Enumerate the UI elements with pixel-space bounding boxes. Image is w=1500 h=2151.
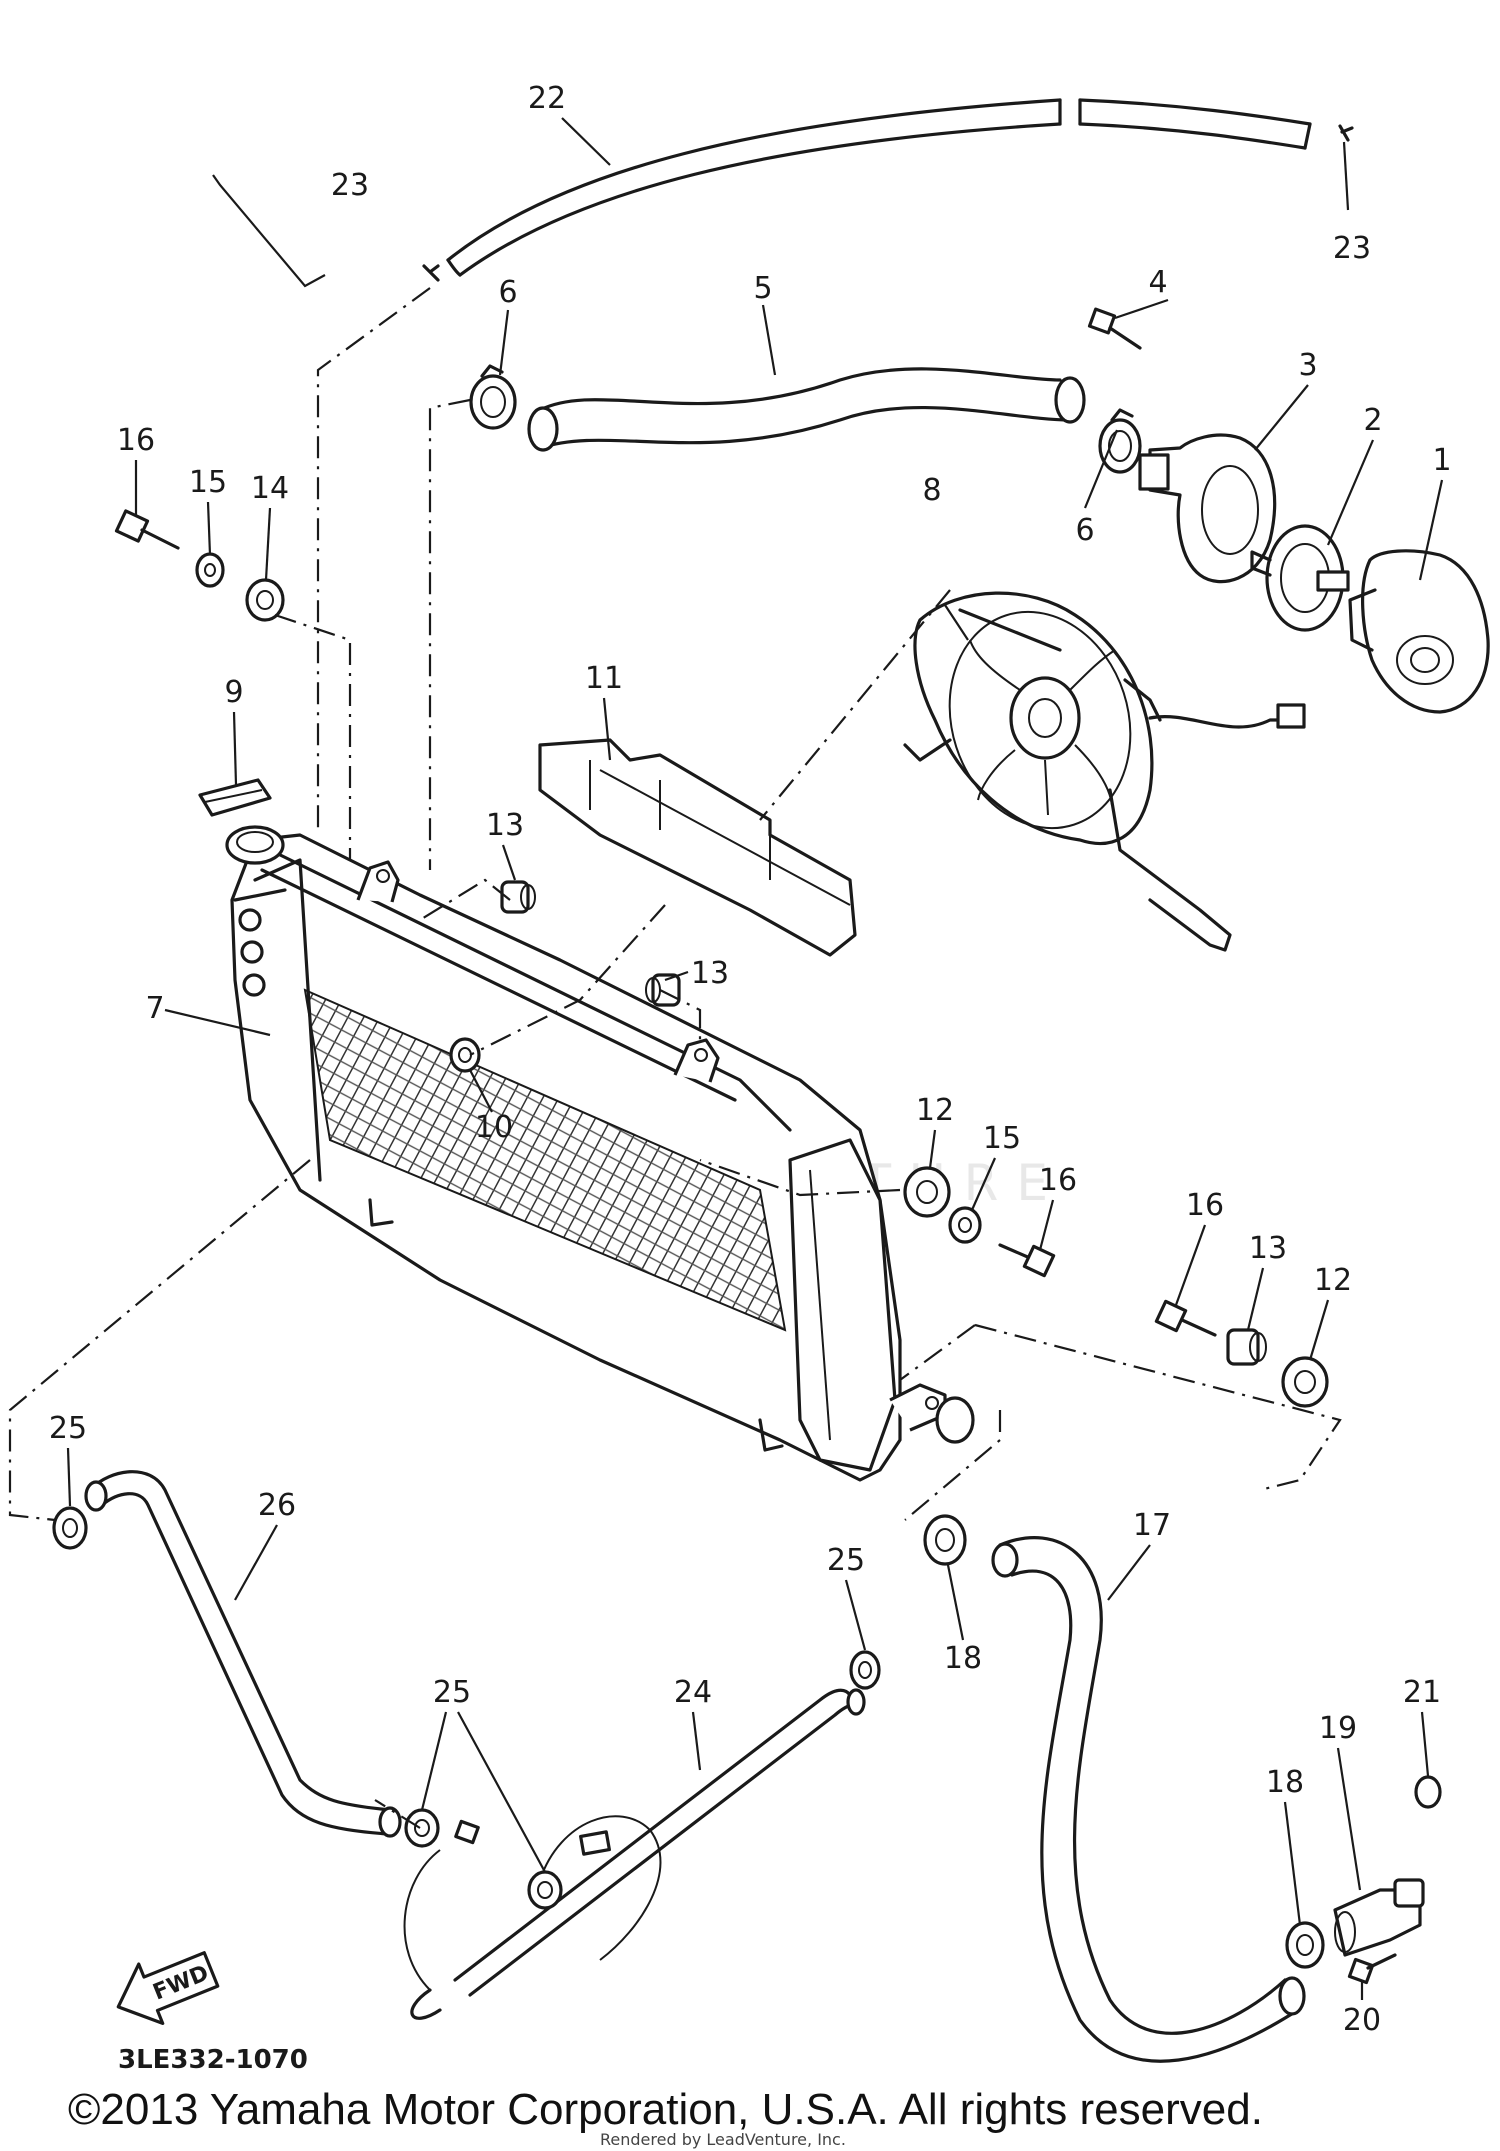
- callout-12-mid: 12: [916, 1093, 954, 1128]
- part-2-thermostat: [1250, 524, 1350, 632]
- callout-8: 8: [922, 473, 941, 508]
- part-10-grommet: [449, 1037, 481, 1073]
- part-23-clip-left: [422, 264, 440, 282]
- part-12-grommet-mid: [903, 1166, 951, 1218]
- callout-17: 17: [1133, 1508, 1171, 1543]
- part-5-hose: [527, 367, 1086, 452]
- part-15-washer-mid: [948, 1206, 982, 1244]
- callout-23-right: 23: [1333, 231, 1371, 266]
- part-16-bolt-right: [1154, 1299, 1217, 1337]
- callout-23-left: 23: [331, 168, 369, 203]
- callout-5: 5: [753, 271, 772, 306]
- callout-12-right: 12: [1314, 1263, 1352, 1298]
- part-13-collar-top: [500, 880, 536, 914]
- part-16-bolt-topleft: [114, 509, 180, 550]
- part-13-collar-right: [1226, 1328, 1267, 1366]
- callout-18-upper: 18: [944, 1641, 982, 1676]
- callout-25-right: 25: [827, 1543, 865, 1578]
- callout-21: 21: [1403, 1675, 1441, 1710]
- callout-9: 9: [224, 675, 243, 710]
- part-24-hose: [403, 1688, 866, 2020]
- callout-2: 2: [1363, 403, 1382, 438]
- part-25-clamp-right: [849, 1650, 881, 1690]
- part-4-bolt: [1087, 307, 1142, 350]
- callout-1: 1: [1432, 443, 1451, 478]
- callout-3: 3: [1298, 348, 1317, 383]
- part-14-grommet: [245, 578, 285, 622]
- part-7-radiator: [225, 825, 975, 1482]
- callout-20: 20: [1343, 2003, 1381, 2038]
- part-3-thermostat-cover: [1138, 433, 1277, 584]
- part-6-clamp-right: [1098, 408, 1142, 474]
- part-22-hose: [446, 98, 1312, 277]
- callout-13-right: 13: [1249, 1231, 1287, 1266]
- callout-16-right: 16: [1186, 1188, 1224, 1223]
- diagram-code: 3LE332-1070: [118, 2045, 308, 2075]
- callout-6-right: 6: [1075, 513, 1094, 548]
- callout-6-left: 6: [498, 275, 517, 310]
- callout-19: 19: [1319, 1711, 1357, 1746]
- part-11-bracket: [538, 738, 857, 957]
- fwd-arrow-icon: FWD: [116, 1951, 220, 2026]
- part-13-collar-mid: [645, 973, 681, 1007]
- callout-15-left: 15: [189, 465, 227, 500]
- part-23-clip-right: [1338, 124, 1354, 142]
- callout-16-mid: 16: [1039, 1163, 1077, 1198]
- part-20-bolt: [1347, 1953, 1397, 1985]
- part-26-hose: [84, 1470, 402, 1838]
- callout-labels: 1 2 3 4 5 6 6 7 8 9 10 11 12 12 13 13 13…: [49, 81, 1452, 2038]
- part-12-grommet-right: [1281, 1356, 1329, 1408]
- callout-15-mid: 15: [983, 1121, 1021, 1156]
- part-25-clamp-mid-a: [404, 1808, 440, 1848]
- callout-7: 7: [145, 991, 164, 1026]
- part-17-hose: [991, 1536, 1306, 2063]
- part-6-clamp-left: [469, 364, 517, 430]
- copyright-text: ©2013 Yamaha Motor Corporation, U.S.A. A…: [68, 2085, 1263, 2134]
- callout-22: 22: [528, 81, 566, 116]
- part-15-washer-topleft: [195, 552, 225, 588]
- part-25-clamp-left: [52, 1506, 88, 1550]
- part-18-clamp-lower: [1285, 1921, 1325, 1969]
- callout-14: 14: [251, 471, 289, 506]
- fitting-small: [454, 1819, 611, 1856]
- callout-13-mid: 13: [691, 956, 729, 991]
- callout-25-left: 25: [49, 1411, 87, 1446]
- reference-lines: [8, 287, 1342, 1829]
- part-21-o-ring: [1414, 1775, 1442, 1809]
- part-1-thermostat-housing: [1348, 549, 1490, 714]
- part-18-clamp-upper: [923, 1514, 967, 1566]
- callout-25-mid: 25: [433, 1675, 471, 1710]
- callout-24: 24: [674, 1675, 712, 1710]
- callout-4: 4: [1148, 265, 1167, 300]
- callout-11: 11: [585, 661, 623, 696]
- callout-16-left: 16: [117, 423, 155, 458]
- part-9-cap: [198, 778, 272, 817]
- part-19-fitting: [1333, 1878, 1425, 1957]
- callout-13-top: 13: [486, 808, 524, 843]
- part-8-fan-assembly: [903, 591, 1306, 952]
- callout-26: 26: [258, 1488, 296, 1523]
- leader-lines: [66, 117, 1444, 2000]
- credit-text: Rendered by LeadVenture, Inc.: [600, 2130, 846, 2149]
- part-25-clamp-mid-b: [527, 1870, 563, 1910]
- part-16-bolt-mid: [998, 1243, 1056, 1278]
- callout-18-lower: 18: [1266, 1765, 1304, 1800]
- callout-10: 10: [475, 1110, 513, 1145]
